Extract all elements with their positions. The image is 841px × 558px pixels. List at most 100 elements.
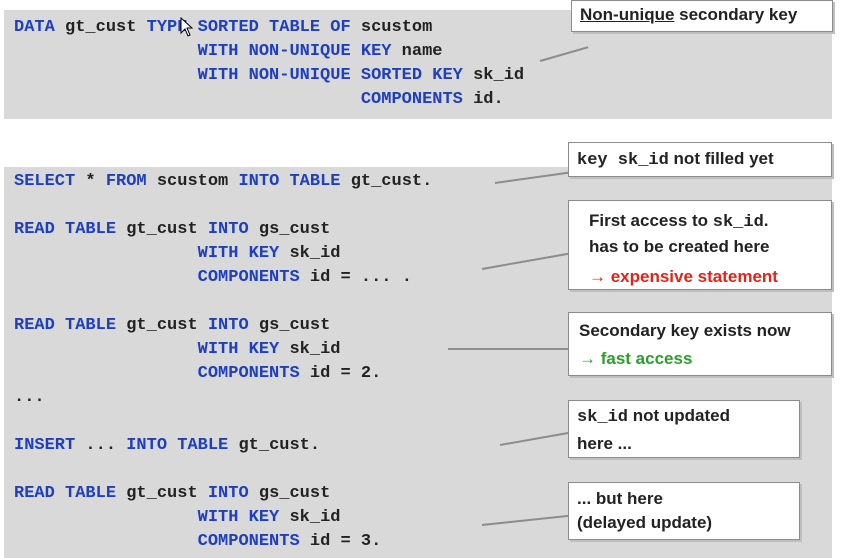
code-text: gt_cust. — [340, 172, 433, 191]
code-keyword: INTO — [207, 220, 249, 239]
code-text: gt_cust — [116, 220, 208, 239]
code-text: gs_cust — [248, 316, 331, 335]
code-block-declaration: DATA gt_cust TYPE SORTED TABLE OF scusto… — [14, 16, 524, 112]
callout-text: Secondary key exists now — [579, 321, 791, 340]
code-text: gt_cust. — [228, 436, 321, 455]
code-keyword: WITH KEY — [197, 244, 280, 263]
code-text: scustom — [146, 172, 239, 191]
callout-text: not updated — [628, 406, 730, 425]
code-text: ... — [14, 388, 45, 407]
code-keyword: READ TABLE — [14, 220, 117, 239]
code-keyword: INSERT — [14, 436, 76, 455]
callout-secondary-key: Non-unique secondary key — [571, 0, 833, 32]
code-line: WITH KEY sk_id — [14, 338, 432, 362]
code-line: DATA gt_cust TYPE SORTED TABLE OF scusto… — [14, 16, 524, 40]
callout-expensive-text: → expensive statement — [589, 267, 778, 286]
code-keyword: READ TABLE — [14, 316, 117, 335]
callout-first-access: First access to sk_id. has to be created… — [568, 200, 832, 290]
callout-not-updated: sk_id not updated here ... — [568, 400, 800, 458]
code-line — [14, 290, 432, 314]
callout-underlined-text: Non-unique — [580, 5, 675, 24]
code-keyword: COMPONENTS — [197, 364, 300, 383]
code-text — [14, 532, 198, 551]
code-text: id. — [462, 90, 504, 109]
code-line: READ TABLE gt_cust INTO gs_cust — [14, 314, 432, 338]
code-line: COMPONENTS id = 3. — [14, 530, 432, 554]
code-text — [14, 340, 198, 359]
callout-mono-text: sk_id — [712, 213, 764, 232]
code-line: ... — [14, 386, 432, 410]
code-text: id = ... . — [299, 268, 412, 287]
code-line: WITH NON-UNIQUE KEY name — [14, 40, 524, 64]
code-text — [14, 364, 198, 383]
code-text: id = 2. — [299, 364, 382, 383]
code-keyword: COMPONENTS — [197, 268, 300, 287]
code-text — [14, 42, 198, 61]
callout-text: . — [763, 211, 769, 230]
code-line — [14, 410, 432, 434]
code-text: sk_id — [279, 508, 341, 527]
callout-not-filled: key sk_id not filled yet — [568, 142, 832, 177]
code-line: WITH KEY sk_id — [14, 242, 432, 266]
code-text — [14, 268, 198, 287]
code-keyword: INTO — [207, 316, 249, 335]
code-text: gs_cust — [248, 484, 331, 503]
code-line: COMPONENTS id = 2. — [14, 362, 432, 386]
code-line: INSERT ... INTO TABLE gt_cust. — [14, 434, 432, 458]
code-keyword: COMPONENTS — [197, 532, 300, 551]
code-text — [14, 66, 198, 85]
code-text — [14, 508, 198, 527]
code-keyword: DATA — [14, 18, 55, 37]
code-text: sk_id — [279, 340, 341, 359]
code-keyword: INTO TABLE — [126, 436, 229, 455]
code-text: gt_cust — [116, 484, 208, 503]
code-line: WITH KEY sk_id — [14, 506, 432, 530]
code-text — [14, 90, 361, 109]
callout-pointer-exists-now — [448, 348, 570, 350]
code-line: READ TABLE gt_cust INTO gs_cust — [14, 482, 432, 506]
code-keyword: COMPONENTS — [360, 90, 463, 109]
code-block-statements: SELECT * FROM scustom INTO TABLE gt_cust… — [14, 170, 432, 554]
code-text: sk_id — [279, 244, 341, 263]
code-text: gt_cust — [116, 316, 208, 335]
code-line: WITH NON-UNIQUE SORTED KEY sk_id — [14, 64, 524, 88]
code-line — [14, 194, 432, 218]
code-line: COMPONENTS id = ... . — [14, 266, 432, 290]
code-text — [14, 244, 198, 263]
code-keyword: SELECT — [14, 172, 76, 191]
code-text: sk_id — [462, 66, 525, 85]
callout-mono-text: sk_id — [577, 408, 629, 427]
code-keyword: WITH NON-UNIQUE KEY — [197, 42, 392, 61]
code-text: name — [391, 42, 443, 61]
callout-fast-text: → fast access — [579, 349, 693, 368]
callout-mono-text: key sk_id — [577, 151, 669, 170]
code-keyword: READ TABLE — [14, 484, 117, 503]
code-keyword: WITH KEY — [197, 508, 280, 527]
callout-text: not filled yet — [668, 149, 774, 168]
code-line: SELECT * FROM scustom INTO TABLE gt_cust… — [14, 170, 432, 194]
code-keyword: WITH NON-UNIQUE SORTED KEY — [197, 66, 463, 85]
code-text: id = 3. — [299, 532, 382, 551]
code-line: COMPONENTS id. — [14, 88, 524, 112]
code-keyword: INTO — [207, 484, 249, 503]
code-text: gt_cust — [54, 18, 147, 37]
callout-text: here ... — [577, 434, 632, 453]
code-text: ... — [75, 436, 127, 455]
callout-text: secondary key — [674, 5, 798, 24]
code-text: gs_cust — [248, 220, 331, 239]
callout-text: ... but here — [577, 489, 663, 508]
code-keyword: INTO TABLE — [238, 172, 341, 191]
code-keyword: WITH KEY — [197, 340, 280, 359]
code-line — [14, 458, 432, 482]
code-keyword: FROM — [105, 172, 147, 191]
code-line: READ TABLE gt_cust INTO gs_cust — [14, 218, 432, 242]
code-text: scustom — [350, 18, 433, 37]
mouse-cursor-icon — [180, 17, 194, 37]
code-keyword: TYPE SORTED TABLE OF — [146, 18, 351, 37]
code-text: * — [75, 172, 106, 191]
callout-but-here: ... but here (delayed update) — [568, 482, 800, 540]
callout-text: First access to — [589, 211, 713, 230]
callout-exists-now: Secondary key exists now → fast access — [568, 312, 832, 376]
callout-text: (delayed update) — [577, 513, 713, 532]
callout-text: has to be created here — [589, 237, 770, 256]
